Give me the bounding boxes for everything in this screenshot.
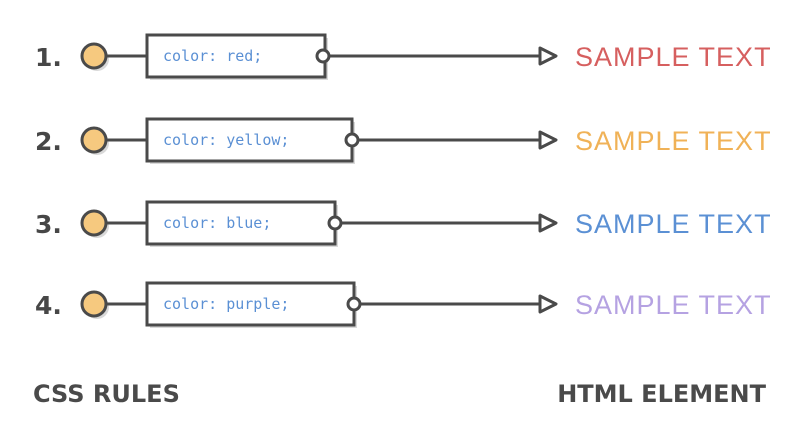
code-text: color: yellow;: [163, 131, 289, 149]
code-text: color: purple;: [163, 295, 289, 313]
code-text: color: red;: [163, 47, 262, 65]
sample-text: SAMPLE TEXT: [575, 290, 772, 320]
rule-row-4: 4. color: purple; SAMPLE TEXT: [35, 281, 772, 328]
rule-row-2: 2. color: yellow; SAMPLE TEXT: [35, 117, 772, 164]
arrow-head-icon: [538, 213, 558, 233]
arrow-start-dot: [315, 48, 331, 64]
arrow-head-icon: [538, 130, 558, 150]
code-text: color: blue;: [163, 214, 271, 232]
rule-number: 1.: [35, 43, 62, 72]
sample-text: SAMPLE TEXT: [575, 42, 772, 72]
connector-dot: [80, 209, 108, 237]
sample-text: SAMPLE TEXT: [575, 126, 772, 156]
connector-dot: [80, 126, 108, 154]
arrow-head-icon: [538, 46, 558, 66]
rule-row-3: 3. color: blue; SAMPLE TEXT: [35, 200, 772, 247]
html-element-caption: HTML ELEMENT: [557, 380, 766, 408]
sample-text: SAMPLE TEXT: [575, 209, 772, 239]
arrow-head-icon: [538, 294, 558, 314]
code-box: [145, 33, 327, 79]
rule-row-1: 1. color: red; SAMPLE TEXT: [35, 33, 772, 80]
rule-number: 3.: [35, 210, 62, 239]
rule-number: 4.: [35, 291, 62, 320]
connector-dot: [80, 290, 108, 318]
rule-number: 2.: [35, 127, 62, 156]
arrow-start-dot: [344, 132, 360, 148]
connector-dot: [80, 42, 108, 70]
arrow-start-dot: [327, 215, 343, 231]
code-box: [145, 200, 337, 246]
css-rules-caption: CSS RULES: [33, 380, 180, 408]
arrow-start-dot: [346, 296, 362, 312]
